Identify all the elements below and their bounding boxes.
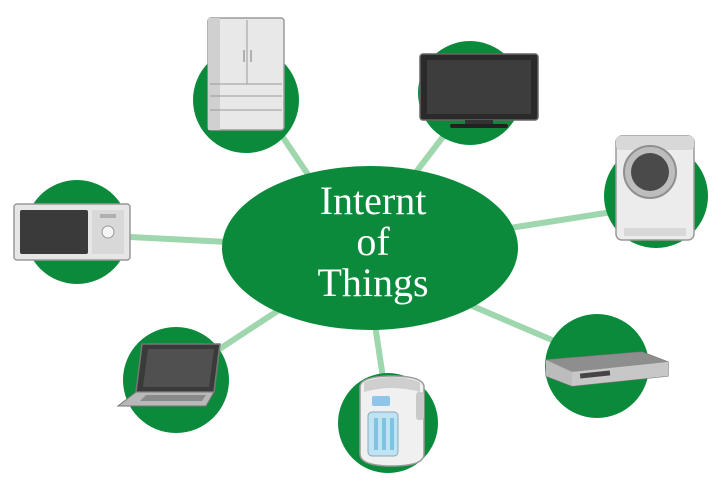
flat-tv-icon — [420, 54, 538, 128]
connector-dvd — [470, 305, 552, 340]
hub-label: Internt of Things — [228, 180, 518, 303]
hub-label-line-3: Things — [228, 262, 518, 303]
electric-kettle-icon — [360, 376, 424, 466]
washing-machine-icon — [616, 136, 694, 240]
connector-laptop — [218, 308, 282, 350]
refrigerator-icon — [208, 18, 284, 130]
connector-kettle — [375, 325, 383, 378]
hub-label-line-1: Internt — [228, 180, 518, 221]
connector-washer — [510, 212, 612, 228]
microwave-icon — [14, 204, 130, 260]
hub-label-line-2: of — [228, 221, 518, 262]
connector-microwave — [130, 237, 228, 242]
